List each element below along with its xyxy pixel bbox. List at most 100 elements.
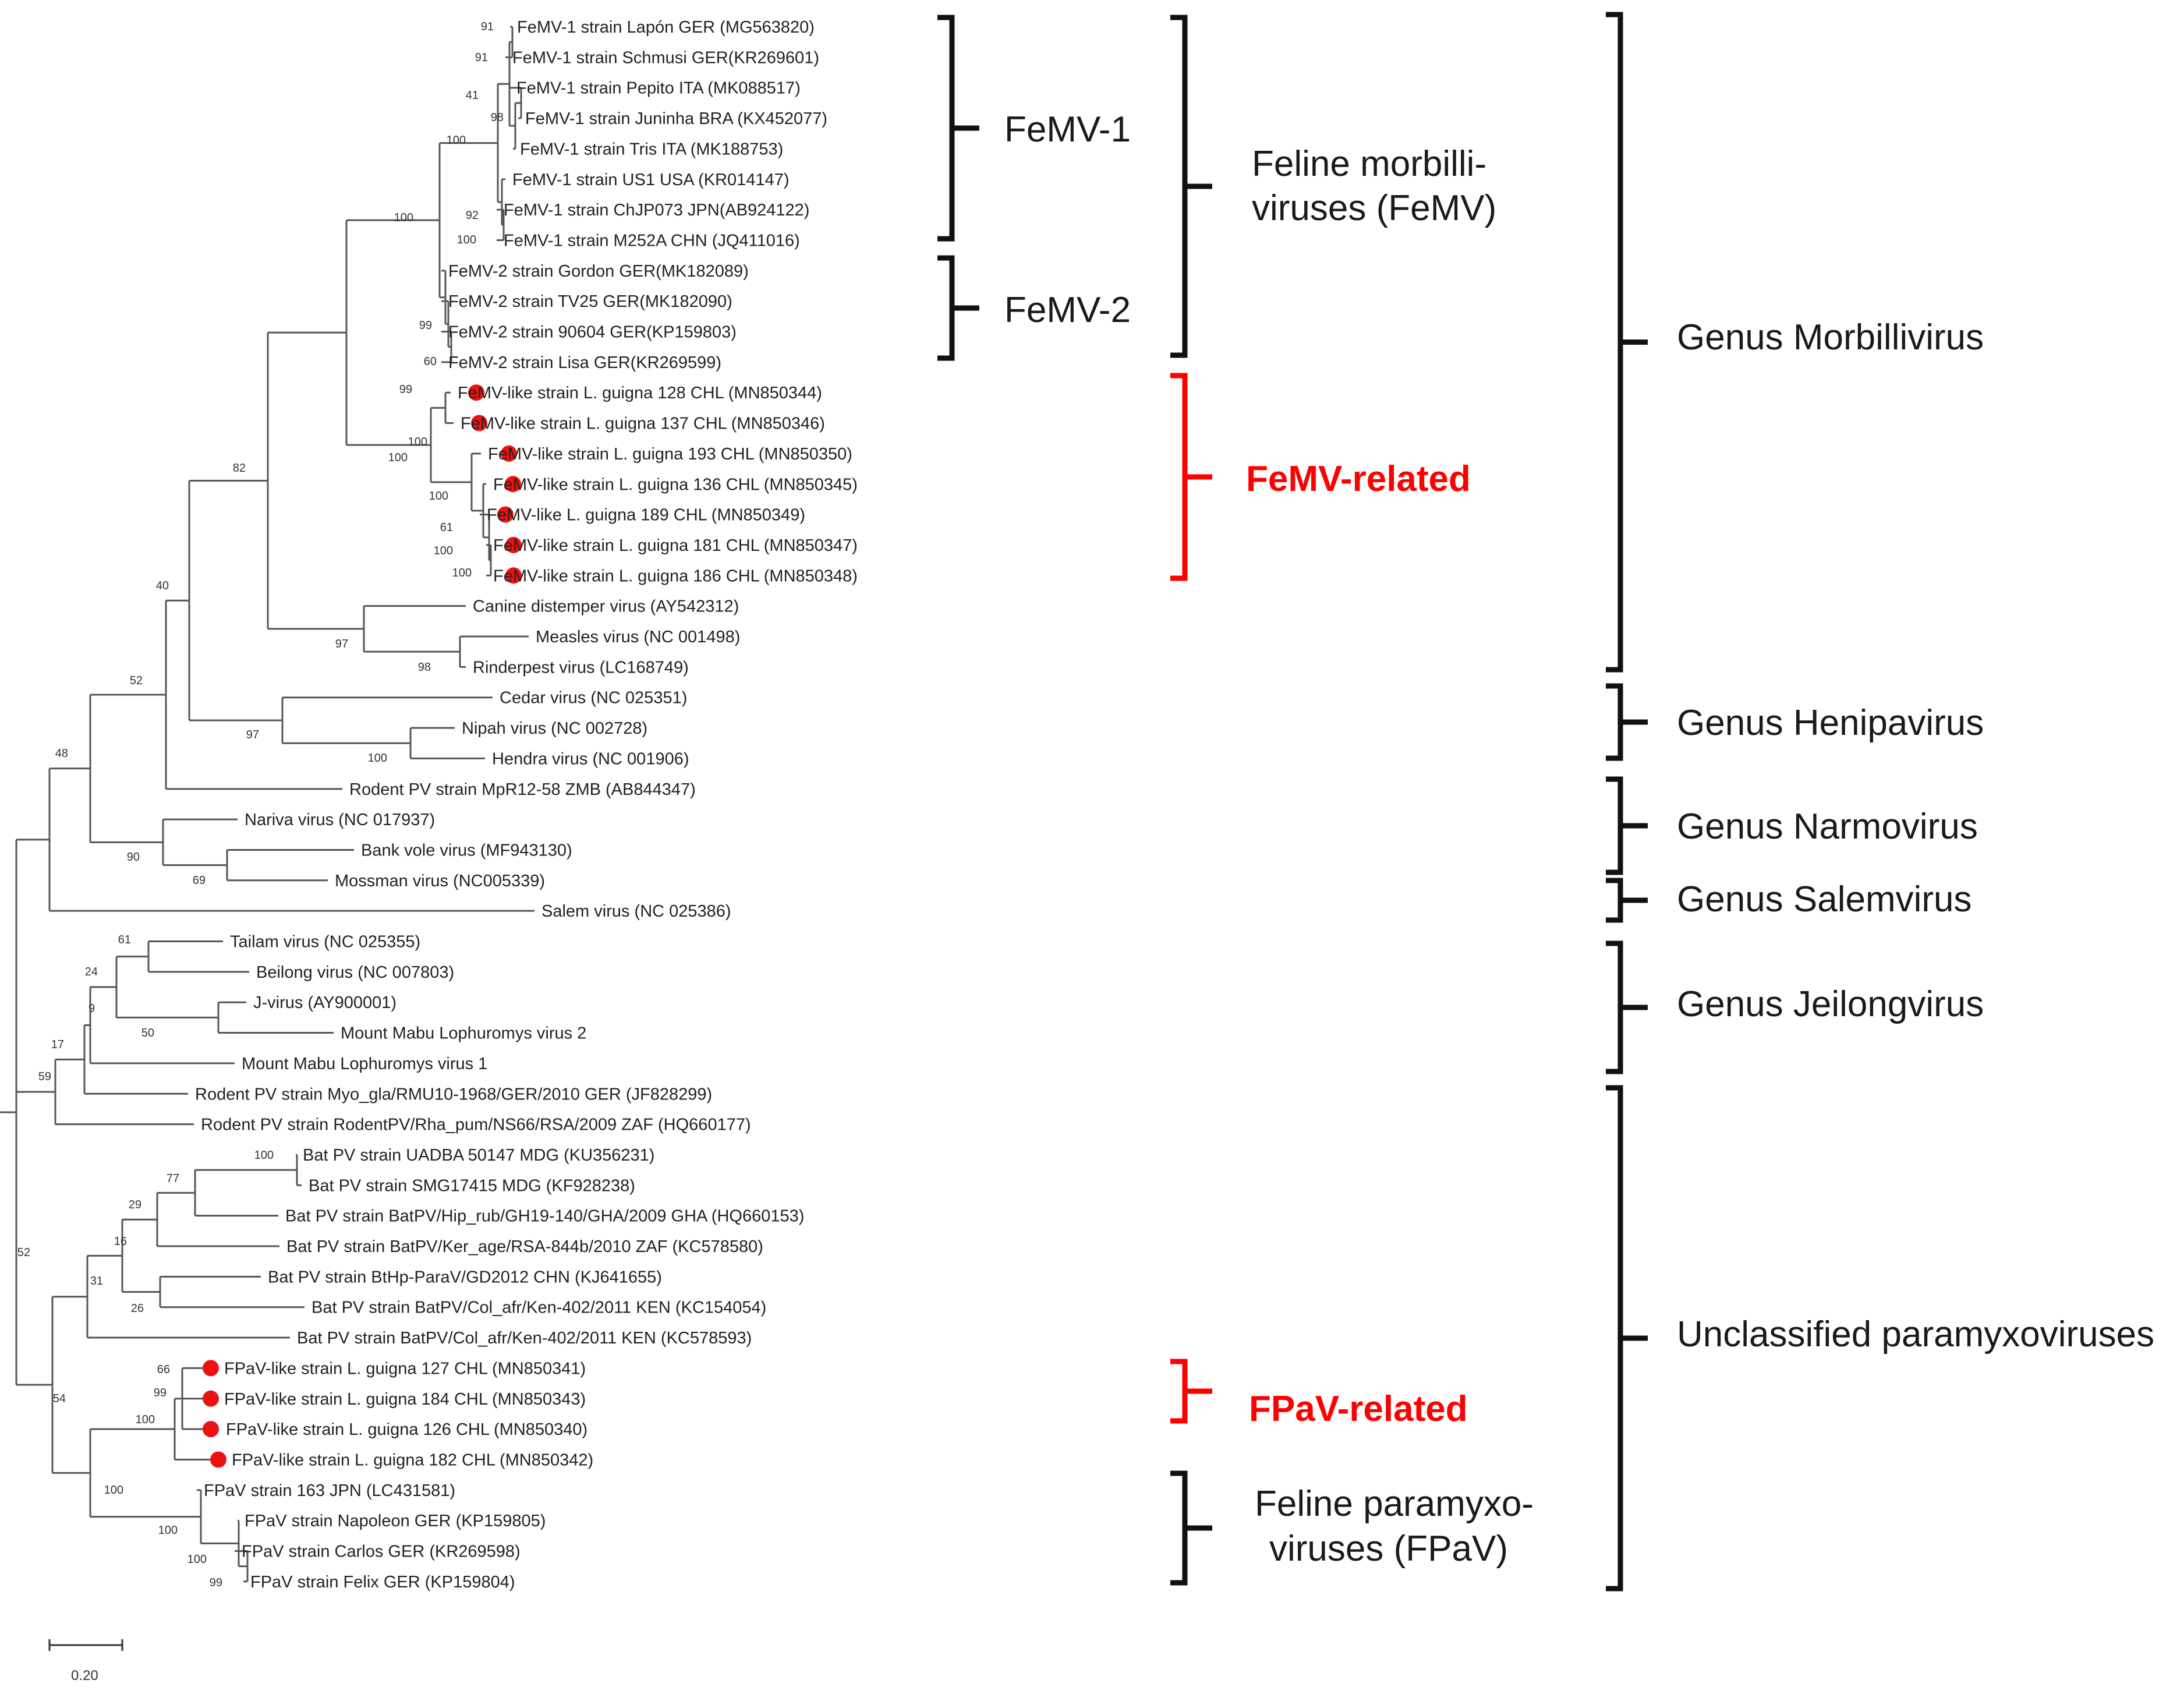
sample-marker bbox=[203, 1360, 219, 1377]
leaf-label: Bat PV strain SMG17415 MDG (KF928238) bbox=[309, 1176, 635, 1195]
sample-marker bbox=[497, 506, 514, 523]
bootstrap-value: 69 bbox=[193, 874, 206, 887]
leaf-label: FeMV-1 strain Juninha BRA (KX452077) bbox=[525, 109, 827, 128]
leaf-label: Bat PV strain BatPV/Col_afr/Ken-402/2011… bbox=[312, 1299, 766, 1317]
clade-label: FPaV-related bbox=[1249, 1389, 1468, 1429]
bootstrap-value: 99 bbox=[154, 1387, 167, 1399]
bootstrap-value: 99 bbox=[210, 1576, 222, 1589]
leaf-label: FeMV-1 strain ChJP073 JPN(AB924122) bbox=[504, 201, 809, 220]
leaf-label: FeMV-2 strain 90604 GER(KP159803) bbox=[448, 323, 737, 342]
clade-bracket bbox=[1170, 15, 1212, 358]
bootstrap-value: 77 bbox=[167, 1172, 179, 1185]
bootstrap-value: 41 bbox=[466, 89, 479, 102]
clade-bracket bbox=[1606, 776, 1648, 875]
bootstrap-value: 29 bbox=[129, 1198, 141, 1211]
leaf-label: Bank vole virus (MF943130) bbox=[361, 841, 572, 860]
leaf-label: Bat PV strain BtHp-ParaV/GD2012 CHN (KJ6… bbox=[268, 1268, 662, 1286]
leaf-label: Mossman virus (NC005339) bbox=[335, 872, 545, 890]
leaf-label: Canine distemper virus (AY542312) bbox=[473, 597, 739, 616]
leaf-label: FeMV-1 strain Lapón GER (MG563820) bbox=[517, 18, 815, 37]
tree-branches bbox=[0, 26, 535, 1583]
leaf-label: FeMV-like L. guigna 189 CHL (MN850349) bbox=[487, 506, 805, 525]
leaf-label: Bat PV strain BatPV/Col_afr/Ken-402/2011… bbox=[297, 1329, 752, 1348]
leaf-label: FeMV-2 strain Gordon GER(MK182089) bbox=[448, 262, 749, 281]
clade-label: Genus Narmovirus bbox=[1677, 807, 1978, 847]
bootstrap-value: 26 bbox=[131, 1302, 144, 1315]
bootstrap-value: 100 bbox=[158, 1524, 178, 1537]
bootstrap-value: 100 bbox=[136, 1413, 155, 1426]
leaf-label: FeMV-like strain L. guigna 136 CHL (MN85… bbox=[493, 475, 858, 494]
bootstrap-value: 9 bbox=[89, 1002, 95, 1015]
leaf-label: Nipah virus (NC 002728) bbox=[462, 719, 647, 738]
sample-marker bbox=[505, 567, 522, 584]
clade-bracket bbox=[1606, 878, 1648, 923]
leaf-label: FPaV-like strain L. guigna 184 CHL (MN85… bbox=[224, 1390, 586, 1409]
leaf-label: Rinderpest virus (LC168749) bbox=[473, 658, 689, 677]
leaf-label: FPaV strain Felix GER (KP159804) bbox=[250, 1573, 515, 1592]
sample-marker bbox=[203, 1390, 219, 1407]
clade-bracket bbox=[1606, 683, 1648, 761]
clade-label: FeMV-related bbox=[1246, 459, 1471, 499]
leaf-label: FeMV-like strain L. guigna 137 CHL (MN85… bbox=[461, 415, 825, 433]
bootstrap-value: 97 bbox=[335, 638, 348, 650]
leaf-label: FPaV strain Carlos GER (KR269598) bbox=[242, 1543, 521, 1561]
bootstrap-value: 61 bbox=[118, 933, 131, 946]
bootstrap-value: 97 bbox=[246, 728, 259, 741]
clade-bracket bbox=[937, 15, 979, 242]
bootstrap-value: 91 bbox=[481, 20, 494, 33]
bootstrap-value: 48 bbox=[55, 747, 68, 760]
sample-marker bbox=[505, 476, 521, 493]
leaf-label: Mount Mabu Lophuromys virus 1 bbox=[242, 1055, 487, 1073]
leaf-label: FeMV-1 strain M252A CHN (JQ411016) bbox=[504, 231, 800, 250]
bootstrap-value: 100 bbox=[429, 490, 448, 503]
bootstrap-value: 60 bbox=[424, 355, 437, 368]
leaf-label: Tailam virus (NC 025355) bbox=[230, 933, 420, 952]
leaf-label: FeMV-like strain L. guigna 181 CHL (MN85… bbox=[493, 536, 858, 555]
bootstrap-value: 98 bbox=[418, 661, 431, 674]
leaf-label: Cedar virus (NC 025351) bbox=[500, 689, 687, 708]
clade-bracket-highlight bbox=[1170, 1359, 1212, 1424]
bootstrap-value: 90 bbox=[127, 851, 140, 864]
bootstrap-value: 100 bbox=[388, 451, 408, 464]
leaf-label: Nariva virus (NC 017937) bbox=[245, 811, 435, 829]
bootstrap-value: 61 bbox=[440, 521, 453, 534]
bootstrap-values: 9191419810092100100996099100100100611001… bbox=[17, 20, 504, 1589]
leaf-markers bbox=[203, 384, 522, 1468]
bootstrap-value: 91 bbox=[475, 51, 488, 64]
bootstrap-value: 50 bbox=[141, 1027, 154, 1039]
bootstrap-value: 100 bbox=[368, 752, 387, 765]
leaf-label: Beilong virus (NC 007803) bbox=[256, 963, 454, 982]
clade-bracket-highlight bbox=[1170, 373, 1212, 581]
bootstrap-value: 66 bbox=[157, 1363, 170, 1376]
leaf-label: FPaV-like strain L. guigna 126 CHL (MN85… bbox=[226, 1420, 587, 1439]
sample-marker bbox=[501, 445, 517, 462]
leaf-label: Measles virus (NC 001498) bbox=[536, 628, 740, 646]
clade-brackets bbox=[937, 12, 1648, 1592]
bootstrap-value: 98 bbox=[491, 111, 504, 124]
leaf-label: Rodent PV strain RodentPV/Rha_pum/NS66/R… bbox=[201, 1116, 751, 1134]
clade-label: Genus Morbillivirus bbox=[1677, 317, 1984, 358]
bootstrap-value: 31 bbox=[90, 1275, 103, 1288]
clade-bracket bbox=[1606, 1085, 1648, 1592]
leaf-label: FeMV-like strain L. guigna 128 CHL (MN85… bbox=[458, 384, 822, 402]
bootstrap-value: 100 bbox=[394, 211, 413, 224]
clade-bracket bbox=[1606, 12, 1648, 673]
bootstrap-value: 100 bbox=[408, 436, 427, 448]
sample-marker bbox=[203, 1421, 219, 1438]
leaf-label: FeMV-like strain L. guigna 193 CHL (MN85… bbox=[488, 445, 852, 464]
bootstrap-value: 99 bbox=[399, 383, 412, 396]
bootstrap-value: 100 bbox=[457, 234, 476, 246]
leaf-label: Bat PV strain BatPV/Ker_age/RSA-844b/201… bbox=[286, 1237, 763, 1256]
bootstrap-value: 92 bbox=[466, 209, 479, 222]
bootstrap-value: 100 bbox=[452, 567, 472, 579]
leaf-label: FeMV-1 strain US1 USA (KR014147) bbox=[512, 171, 789, 189]
sample-marker bbox=[468, 384, 484, 401]
leaf-label: Salem virus (NC 025386) bbox=[541, 902, 731, 921]
clade-label: viruses (FeMV) bbox=[1252, 188, 1496, 228]
scale-bar: 0.20 bbox=[48, 1639, 123, 1684]
leaf-label: FeMV-1 strain Schmusi GER(KR269601) bbox=[512, 48, 819, 67]
bootstrap-value: 82 bbox=[233, 462, 246, 475]
clade-label: Unclassified paramyxoviruses bbox=[1677, 1314, 2154, 1355]
